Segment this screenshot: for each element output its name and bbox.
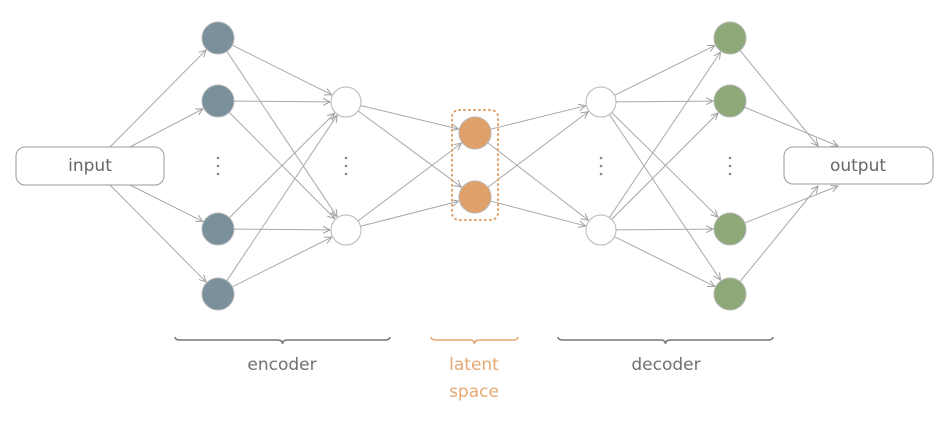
ellipsis-dot: [216, 164, 220, 168]
ellipsis-dot: [728, 156, 732, 160]
latent-space-section: latent space: [430, 336, 519, 402]
output-box-rect: [783, 146, 934, 185]
ellipsis-dot: [728, 164, 732, 168]
edge-connection: [229, 113, 334, 219]
edge-connection: [614, 46, 714, 96]
ellipsis-dot: [344, 172, 348, 176]
latent-space-label-line1: latent: [449, 355, 499, 375]
encoder-node: [201, 212, 235, 246]
io-boxes-group: input output: [15, 146, 934, 186]
ellipsis-dot: [599, 172, 603, 176]
decoder-label: decoder: [631, 355, 700, 375]
input-box: input: [15, 146, 165, 186]
edge-input-to-encoder: [129, 184, 203, 221]
edge-input-to-encoder: [129, 109, 203, 148]
edge-connection: [357, 110, 461, 187]
edge-decoder-to-output: [744, 106, 838, 146]
edge-connection: [611, 113, 718, 220]
edge-connection: [487, 142, 589, 220]
section-labels-group: encoder latent space decoder: [174, 336, 774, 402]
ellipsis-dot: [344, 156, 348, 160]
edge-connection: [615, 229, 713, 230]
encoder-node: [201, 21, 235, 55]
edge-connection: [615, 101, 713, 102]
edge-decoder-to-output: [744, 186, 838, 224]
encoder-node: [201, 277, 235, 311]
edge-input-to-encoder: [109, 184, 206, 282]
encoder-label: encoder: [247, 355, 316, 375]
decoder-node: [713, 21, 747, 55]
edge-connection: [232, 44, 331, 95]
decoder-section: decoder: [557, 336, 774, 375]
encoder-ellipsis-icon: [216, 156, 220, 176]
edge-connection: [608, 114, 720, 279]
edge-connection: [232, 237, 331, 288]
latent-space-dotted-box: [451, 109, 499, 221]
decoder-node: [713, 212, 747, 246]
edge-connection: [608, 52, 720, 218]
ellipsis-dot: [728, 172, 732, 176]
edge-connection: [614, 236, 714, 287]
ellipsis-dot: [216, 172, 220, 176]
edge-connection: [357, 143, 461, 222]
edge-connection: [360, 105, 459, 130]
edge-decoder-to-output: [739, 186, 818, 282]
edge-input-to-encoder: [109, 50, 206, 148]
encoder-node: [201, 84, 235, 118]
edge-connection: [490, 106, 586, 130]
decoder-node: [713, 84, 747, 118]
encoder-hidden-node: [330, 214, 362, 246]
edge-decoder-to-output: [739, 50, 818, 146]
latent-space-label-line2: space: [449, 382, 499, 402]
input-label: input: [68, 156, 112, 176]
input-box-rect: [15, 146, 165, 186]
decoder-hidden-node: [585, 214, 617, 246]
output-box: output: [783, 146, 934, 185]
ellipsis-dot: [599, 164, 603, 168]
edge-connection: [611, 112, 718, 218]
edge-connection: [487, 112, 588, 188]
nodes-group: [201, 21, 747, 311]
edges-group: [109, 44, 838, 288]
encoder-hidden-ellipsis-icon: [344, 156, 348, 176]
encoder-hidden-node: [330, 86, 362, 118]
ellipsis-dot: [344, 164, 348, 168]
ellipsis-dot: [216, 156, 220, 160]
latent-space-brace: [430, 336, 519, 345]
edge-connection: [360, 201, 459, 227]
decoder-node: [713, 277, 747, 311]
decoder-ellipsis-icon: [728, 156, 732, 176]
edge-connection: [226, 51, 337, 216]
encoder-section: encoder: [174, 336, 391, 375]
edge-connection: [226, 115, 337, 281]
latent-node: [458, 180, 492, 214]
edge-connection: [233, 101, 330, 102]
ellipsis-dot: [599, 156, 603, 160]
decoder-brace: [557, 336, 774, 345]
decoder-hidden-node: [585, 86, 617, 118]
decoder-hidden-ellipsis-icon: [599, 156, 603, 176]
encoder-brace: [174, 336, 391, 345]
output-label: output: [830, 156, 886, 176]
latent-node: [458, 116, 492, 150]
edge-connection: [490, 200, 585, 226]
latent-space-highlight: [451, 109, 499, 221]
ellipsis-group: [216, 156, 732, 176]
edge-connection: [233, 229, 330, 230]
